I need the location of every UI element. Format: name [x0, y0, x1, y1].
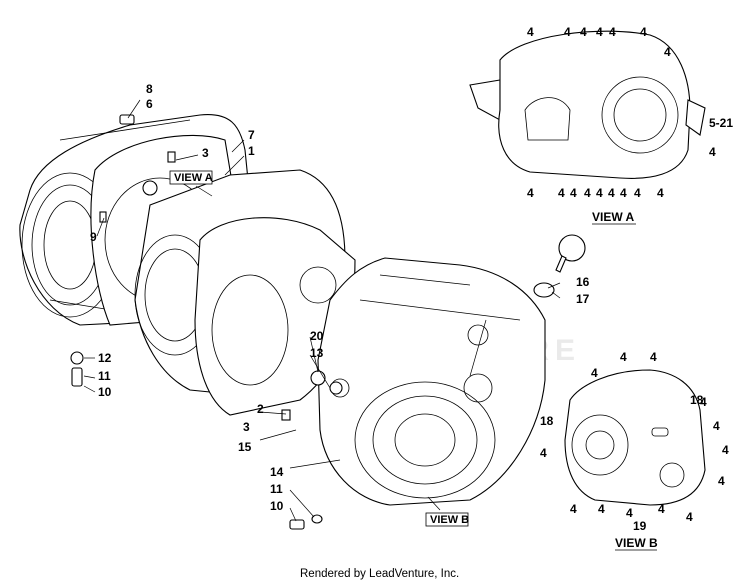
svg-text:4: 4 [596, 25, 603, 39]
svg-text:4: 4 [709, 145, 716, 159]
callout-11-center: 11 [270, 482, 283, 496]
callout-7: 7 [248, 128, 255, 142]
crankcase-gasket [194, 217, 356, 416]
svg-text:4: 4 [609, 25, 616, 39]
callout-15: 15 [238, 440, 252, 454]
svg-text:4: 4 [591, 366, 598, 380]
view-a-callouts: 4 4 4 4 4 4 4 5-21 4 4 4 4 4 4 4 4 4 4 V… [527, 25, 733, 225]
svg-text:4: 4 [713, 419, 720, 433]
svg-text:4: 4 [608, 186, 615, 200]
view-b-title: VIEW B [615, 536, 658, 550]
callout-9: 9 [90, 230, 97, 244]
callout-12: 12 [98, 351, 112, 365]
svg-text:4: 4 [626, 506, 633, 520]
svg-text:4: 4 [657, 186, 664, 200]
svg-text:4: 4 [570, 502, 577, 516]
svg-text:4: 4 [558, 186, 565, 200]
dipstick [533, 234, 586, 298]
svg-text:4: 4 [596, 186, 603, 200]
view-b-cover [564, 369, 706, 506]
callout-10: 10 [98, 385, 112, 399]
callout-1: 1 [248, 144, 255, 158]
svg-text:4: 4 [527, 25, 534, 39]
svg-text:4: 4 [540, 446, 547, 460]
svg-text:4: 4 [620, 186, 627, 200]
svg-text:4: 4 [580, 25, 587, 39]
footer-credit: Rendered by LeadVenture, Inc. [300, 568, 459, 580]
callout-8: 8 [146, 82, 153, 96]
view-a-indicator: VIEW A [169, 170, 213, 185]
svg-text:4: 4 [598, 502, 605, 516]
callout-11: 11 [98, 369, 111, 383]
svg-text:4: 4 [634, 186, 641, 200]
callout-10-center: 10 [270, 499, 284, 513]
svg-text:4: 4 [686, 510, 693, 524]
svg-text:VIEW B: VIEW B [430, 514, 469, 526]
callout-3: 3 [202, 146, 209, 160]
view-a-cover [469, 30, 706, 179]
callout-16: 16 [576, 275, 590, 289]
callout-2: 2 [257, 402, 264, 416]
view-a-arrow [195, 185, 213, 197]
view-a-title: VIEW A [592, 210, 635, 224]
svg-text:VIEW A: VIEW A [174, 172, 213, 184]
svg-text:5-21: 5-21 [709, 116, 733, 130]
fasteners-right [289, 370, 343, 530]
callout-3-center: 3 [243, 420, 250, 434]
callout-13: 13 [310, 346, 324, 360]
svg-text:4: 4 [700, 395, 707, 409]
svg-text:4: 4 [722, 443, 729, 457]
view-b-indicator: VIEW B [425, 512, 469, 527]
svg-text:4: 4 [640, 25, 647, 39]
svg-text:4: 4 [620, 350, 627, 364]
view-b-arrow [427, 496, 441, 511]
svg-text:4: 4 [664, 45, 671, 59]
svg-text:4: 4 [584, 186, 591, 200]
svg-text:18: 18 [540, 414, 554, 428]
fasteners-left [70, 114, 291, 421]
leader-lines [83, 99, 561, 522]
svg-text:4: 4 [570, 186, 577, 200]
svg-text:4: 4 [527, 186, 534, 200]
svg-text:4: 4 [658, 502, 665, 516]
callout-6: 6 [146, 97, 153, 111]
magneto-cover [317, 257, 546, 506]
svg-text:4: 4 [650, 350, 657, 364]
svg-text:4: 4 [564, 25, 571, 39]
svg-text:4: 4 [718, 474, 725, 488]
svg-text:19: 19 [633, 519, 647, 533]
view-b-callouts: 4 4 4 18 18 4 4 4 4 4 4 4 4 4 4 19 VIEW … [540, 350, 729, 551]
callout-20: 20 [310, 329, 324, 343]
callout-14: 14 [270, 465, 284, 479]
svg-text:18: 18 [690, 393, 704, 407]
callout-17: 17 [576, 292, 590, 306]
